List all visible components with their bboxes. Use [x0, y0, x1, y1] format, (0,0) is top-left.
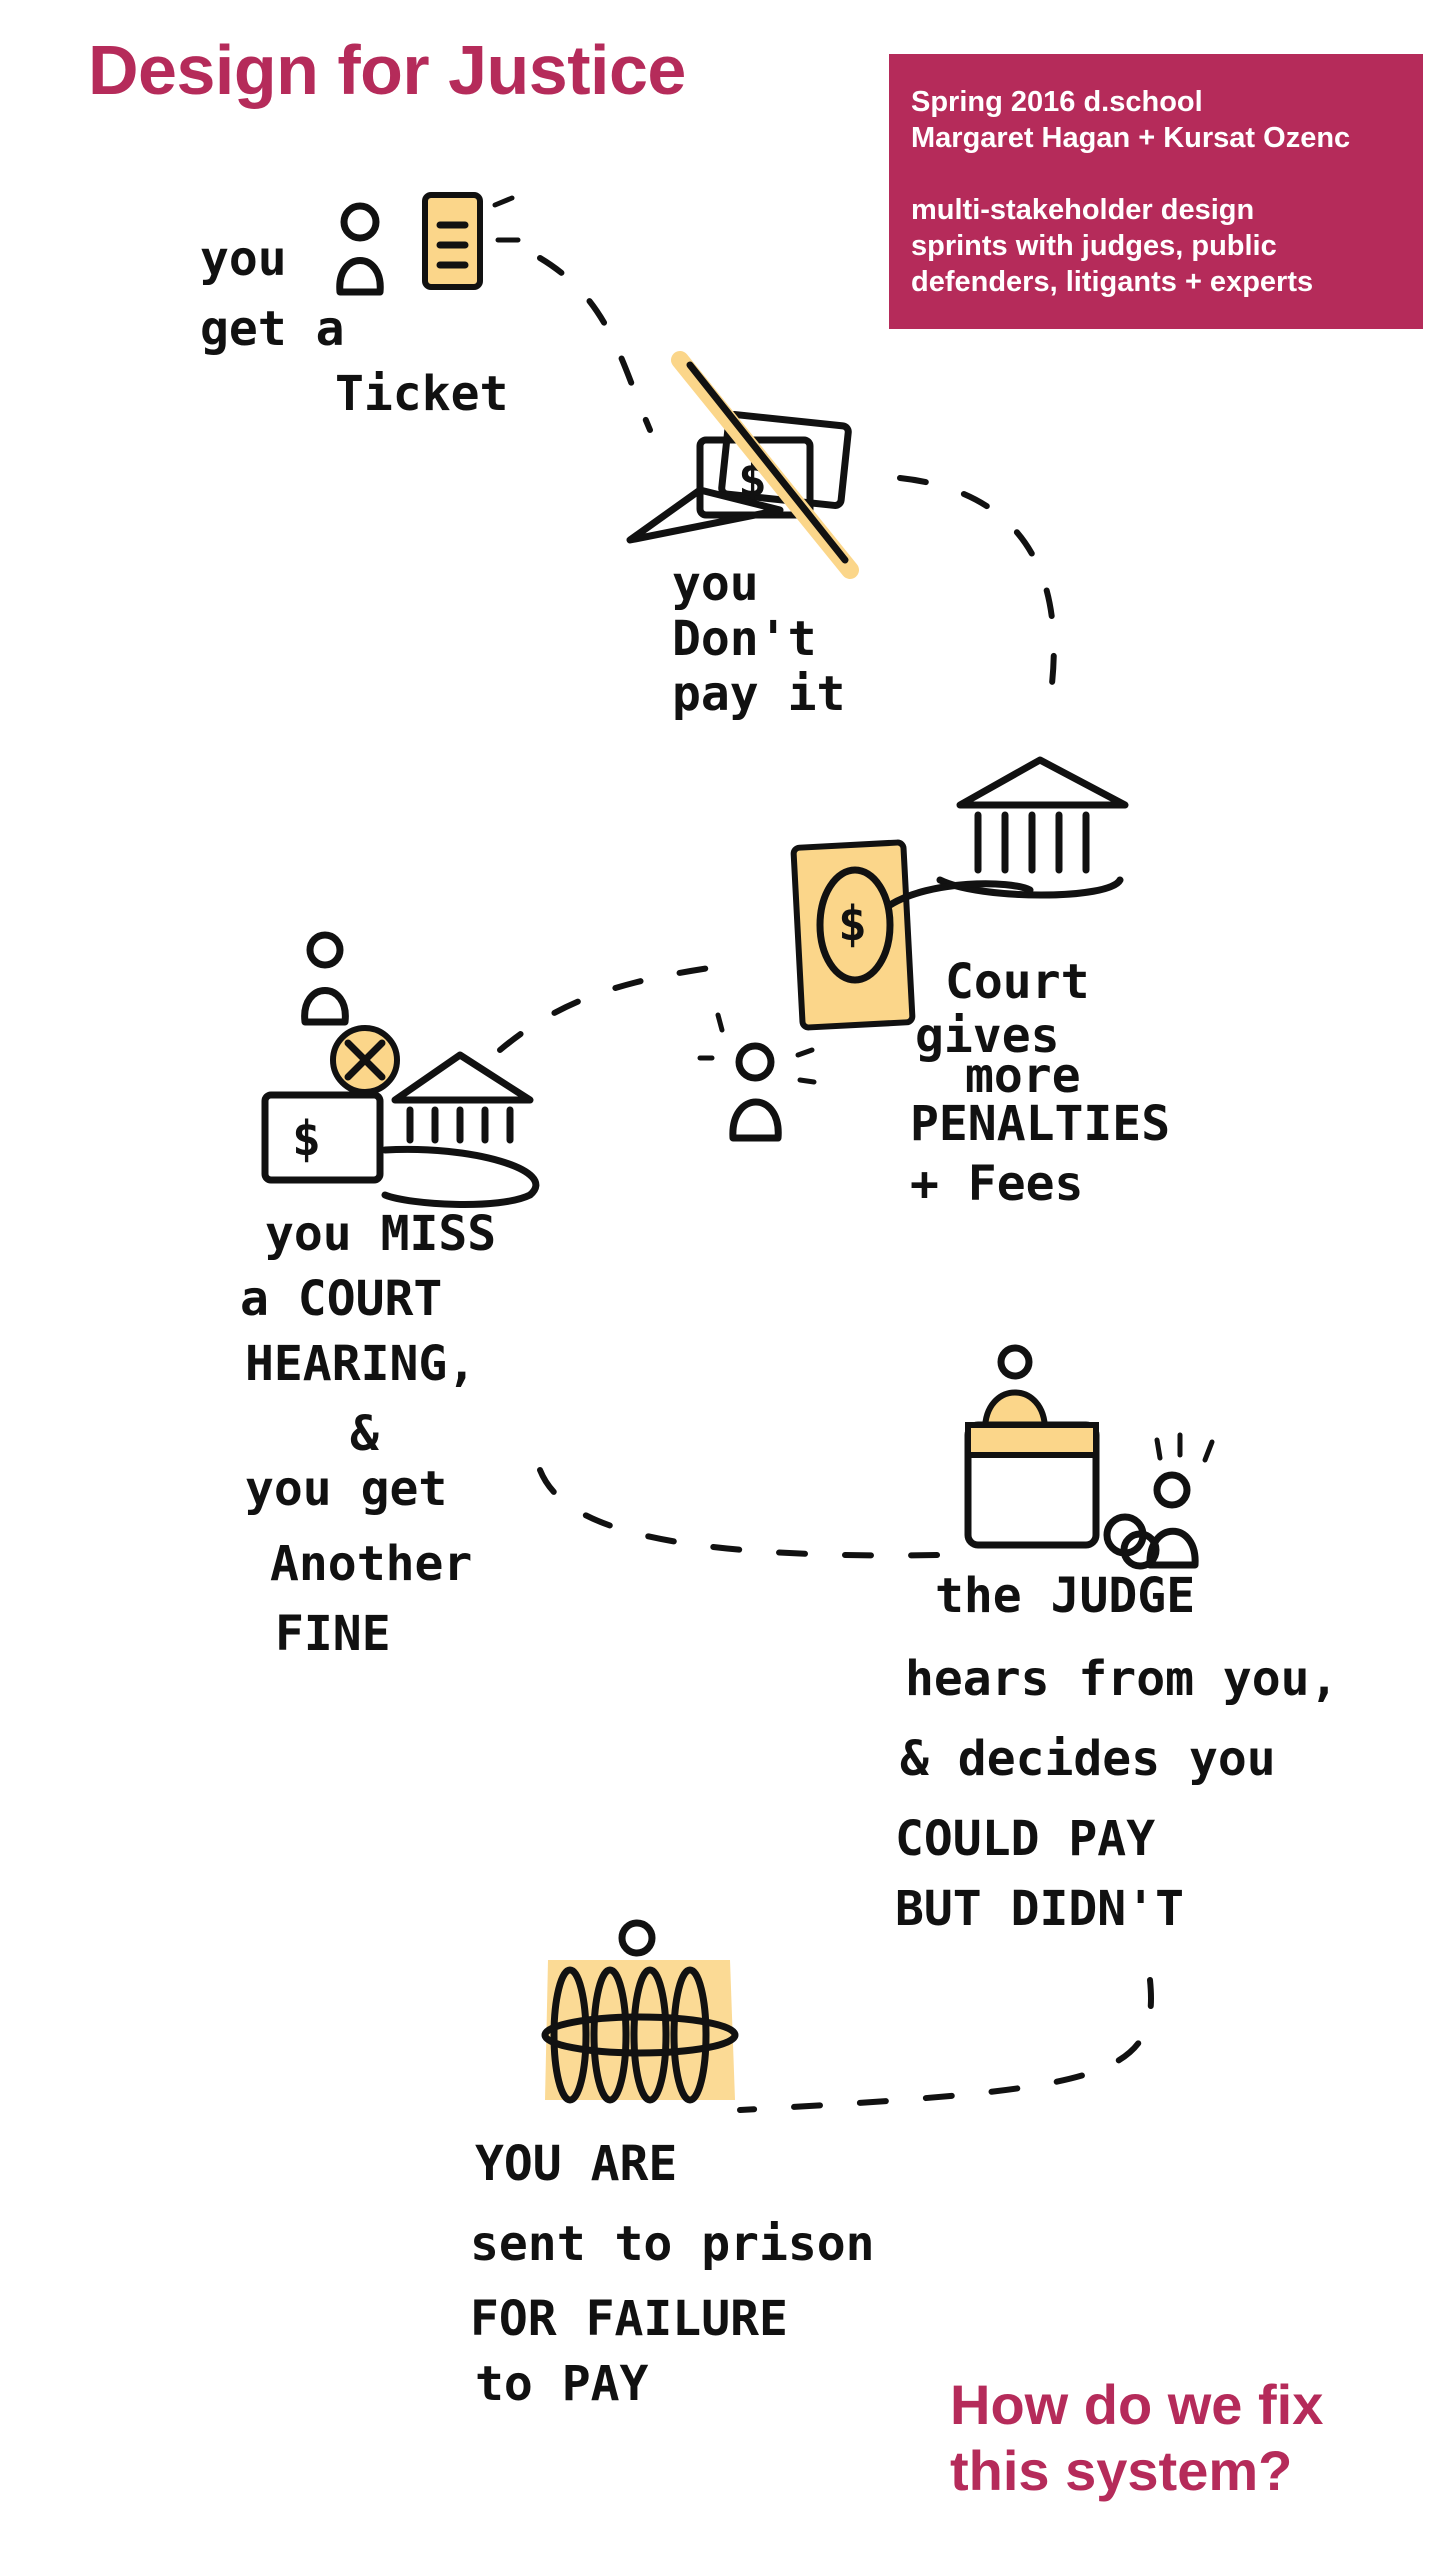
missed-x-icon [330, 1025, 400, 1095]
step-missed-hearing-line-5: you get [245, 1461, 447, 1517]
step-dont-pay-line-2: Don't [672, 611, 817, 667]
step-dont-pay: $ you Don't pay it [626, 351, 859, 722]
info-line-5: defenders, litigants + experts [911, 266, 1314, 298]
step-judge-decides-line-3: & decides you [900, 1731, 1276, 1787]
step-court-penalties-line-1: Court [945, 954, 1090, 1010]
info-line-1: Spring 2016 d.school [911, 86, 1203, 118]
step-missed-hearing-line-7: FINE [275, 1606, 391, 1662]
step-missed-hearing: $ you MISS a COURT HEARING, & you get An… [240, 931, 540, 1662]
step-judge-decides-line-2: hears from you, [905, 1651, 1338, 1707]
step-prison: YOU ARE sent to prison FOR FAILURE to PA… [470, 1919, 875, 2412]
step-missed-hearing-line-2: a COURT [240, 1271, 442, 1327]
step-judge-decides-line-1: the JUDGE [935, 1568, 1195, 1624]
step-dont-pay-line-3: pay it [672, 666, 845, 722]
step-ticket-line-3: Ticket [335, 366, 508, 422]
ticket-icon [422, 192, 521, 290]
step-judge-decides: the JUDGE hears from you, & decides you … [895, 1344, 1338, 1937]
step-judge-decides-line-4: COULD PAY [895, 1811, 1155, 1867]
person-icon [336, 202, 384, 296]
info-line-4: sprints with judges, public [911, 230, 1277, 262]
step-missed-hearing-line-3: HEARING, [245, 1336, 476, 1392]
closing-question: How do we fix this system? [950, 2372, 1420, 2504]
step-dont-pay-line-1: you [672, 556, 759, 612]
prison-bars-icon [541, 1919, 739, 2104]
bill-icon: $ [790, 839, 916, 1031]
step-missed-hearing-line-1: you MISS [265, 1206, 496, 1262]
step-missed-hearing-line-4: & [350, 1406, 379, 1462]
step-court-penalties-line-5: + Fees [910, 1156, 1083, 1212]
step-ticket-line-2: get a [200, 301, 345, 357]
step-court-penalties-line-4: PENALTIES [910, 1096, 1170, 1152]
step-missed-hearing-line-6: Another [270, 1536, 472, 1592]
step-prison-line-1: YOU ARE [475, 2136, 677, 2192]
info-line-2: Margaret Hagan + Kursat Ozenc [911, 122, 1351, 154]
journey-path [497, 255, 1154, 2113]
bill-icon: $ [261, 1091, 384, 1184]
step-prison-line-3: FOR FAILURE [470, 2291, 788, 2347]
person-icon [1103, 1432, 1215, 1570]
svg-text:$: $ [838, 896, 867, 952]
question-line-2: this system? [950, 2439, 1293, 2502]
step-ticket: you get a Ticket [200, 192, 521, 422]
step-court-penalties-line-3: more [965, 1048, 1081, 1104]
step-judge-decides-line-5: BUT DIDN'T [895, 1881, 1184, 1937]
judge-icon [964, 1344, 1100, 1549]
person-icon [697, 1012, 817, 1142]
step-prison-line-4: to PAY [475, 2356, 648, 2412]
step-ticket-line-1: you [200, 231, 287, 287]
question-line-1: How do we fix [950, 2373, 1324, 2436]
courthouse-icon [381, 1051, 540, 1208]
step-court-penalties: $ Court gives more PENALTIES + Fees [697, 756, 1170, 1212]
courthouse-icon [886, 756, 1129, 909]
step-prison-line-2: sent to prison [470, 2216, 875, 2272]
info-box: Spring 2016 d.school Margaret Hagan + Ku… [889, 54, 1423, 329]
page-title: Design for Justice [88, 31, 686, 109]
step-court-penalties-line-2: gives [915, 1008, 1060, 1064]
svg-text:$: $ [292, 1111, 321, 1167]
person-icon [301, 931, 349, 1026]
info-line-3: multi-stakeholder design [911, 194, 1255, 226]
